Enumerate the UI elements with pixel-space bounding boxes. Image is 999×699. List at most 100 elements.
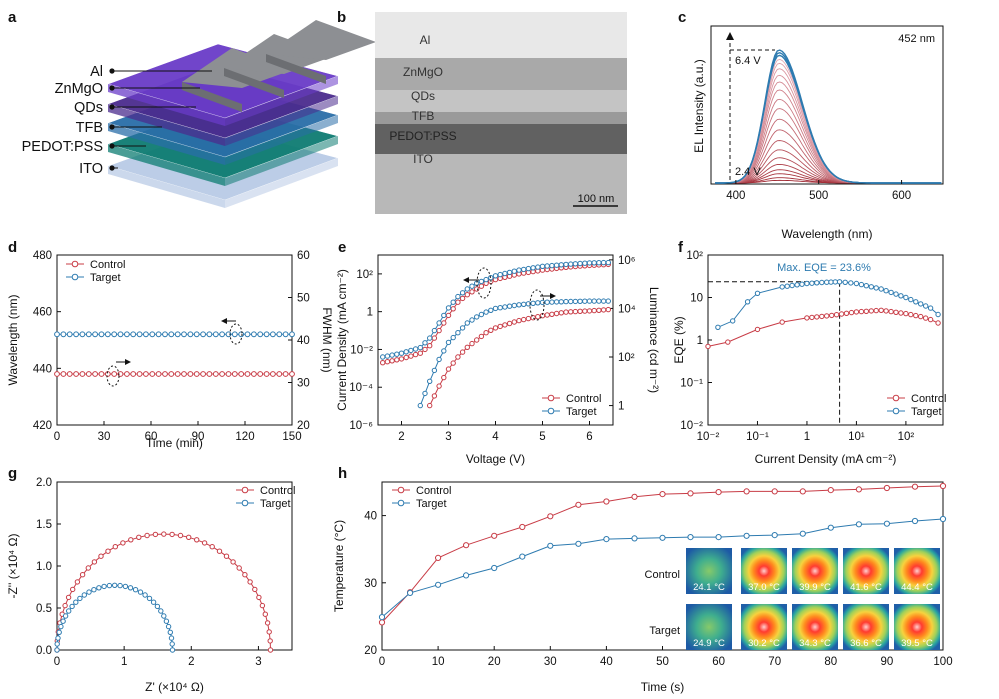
legend-label: Control (90, 259, 125, 271)
jvl-data-point (558, 299, 564, 305)
stability-data-point (130, 371, 137, 377)
temperature-x-tick-label: 60 (712, 656, 725, 668)
thermal-image (894, 548, 940, 594)
thermal-image (741, 604, 787, 650)
stability-data-point (98, 371, 105, 377)
eqe-data-point (903, 294, 909, 301)
jvl-data-point (464, 344, 470, 350)
jvl-data-point (516, 317, 522, 324)
legend-marker (547, 394, 555, 402)
stability-data-point (60, 331, 67, 338)
stability-data-point (276, 331, 283, 338)
jvl-y2-tick-label: 1 (618, 401, 624, 413)
panel-letter: d (8, 239, 17, 256)
temperature-data-point (575, 501, 582, 508)
jvl-data-point (582, 298, 588, 304)
jvl-data-point (530, 300, 536, 306)
stability-data-point (136, 331, 143, 338)
jvl-data-point (521, 266, 527, 273)
jvl-data-point (600, 259, 607, 266)
stability-data-point (212, 331, 219, 338)
eqe-data-point (918, 301, 924, 307)
device-layer-edge (108, 123, 225, 165)
nyquist-data-point (117, 582, 123, 589)
eqe-y-axis-label: EQE (%) (672, 316, 686, 363)
nyquist-data-point (105, 548, 111, 554)
jvl-data-point (384, 353, 391, 359)
eqe-data-point (935, 320, 941, 326)
jvl-data-point (455, 299, 461, 305)
eqe-data-point (843, 310, 850, 316)
stability-data-point (193, 371, 200, 377)
nyquist-data-point (194, 537, 200, 543)
panel-letter: e (338, 239, 346, 256)
stability-y-tick-label: 440 (33, 363, 52, 375)
jvl-data-point (469, 289, 475, 295)
temperature-x-tick-label: 40 (600, 656, 613, 668)
stability-data-point (66, 371, 73, 377)
eqe-x-axis-label: Current Density (mA cm⁻²) (755, 452, 897, 466)
temperature-x-tick-label: 90 (881, 656, 894, 668)
jvl-data-point (427, 343, 433, 349)
nyquist-data-point (96, 585, 102, 591)
eqe-series-line (717, 281, 939, 328)
el-x-axis-label: Wavelength (nm) (782, 227, 873, 241)
jvl-y-tick-label: 10⁻⁶ (349, 420, 373, 432)
stability-data-point (181, 371, 187, 377)
jvl-data-point (535, 264, 541, 270)
voltage-low-label: 2.4 V (735, 166, 761, 178)
thermal-temperature-label: 36.6 °C (850, 638, 882, 649)
axis-indicator-circle (529, 289, 545, 321)
jvl-data-point (394, 351, 400, 357)
temperature-data-point (687, 534, 694, 541)
jvl-x-axis-label: Voltage (V) (466, 452, 525, 466)
temperature-data-point (435, 554, 442, 562)
jvl-data-point (464, 286, 470, 292)
stability-data-point (238, 331, 245, 338)
jvl-data-point (488, 327, 494, 333)
temperature-data-point (771, 532, 778, 539)
nyquist-data-point (70, 586, 76, 593)
nyquist-x-tick-label: 1 (121, 656, 127, 668)
jvl-data-point (596, 260, 602, 266)
stability-data-point (231, 371, 238, 377)
eqe-data-point (809, 280, 815, 286)
thermal-image (792, 548, 838, 594)
jvl-data-point (535, 314, 541, 320)
nyquist-y-tick-label: 0.5 (36, 603, 52, 615)
stability-data-point (244, 331, 251, 338)
temperature-x-tick-label: 80 (824, 656, 837, 668)
panel-letter: f (678, 239, 684, 256)
temperature-data-point (519, 523, 526, 531)
nyquist-data-point (247, 579, 253, 585)
nyquist-data-point (186, 534, 192, 540)
eqe-data-point (873, 285, 879, 291)
axis-indicator-arrow-head (125, 359, 131, 365)
jvl-data-point (511, 302, 517, 309)
eqe-x-tick-label: 1 (804, 431, 810, 443)
jvl-data-point (568, 298, 574, 305)
jvl-data-point (568, 309, 574, 315)
jvl-data-point (408, 347, 414, 354)
temperature-data-point (743, 488, 750, 495)
stability-data-point (263, 331, 270, 338)
nyquist-x-axis-label: Z' (×10⁴ Ω) (145, 680, 204, 694)
temperature-data-point (855, 486, 863, 493)
eqe-data-point (819, 313, 825, 320)
stability-data-point (168, 371, 175, 377)
nyquist-data-point (136, 534, 142, 540)
tem-image (375, 12, 627, 214)
nyquist-data-point (79, 572, 86, 578)
stability-data-point (181, 331, 187, 338)
thermal-temperature-label: 41.6 °C (850, 582, 882, 593)
temperature-data-point (911, 483, 919, 490)
jvl-data-point (553, 299, 560, 305)
jvl-data-point (483, 330, 489, 336)
jvl-data-point (445, 366, 452, 372)
stability-data-point (289, 371, 295, 377)
jvl-data-point (478, 333, 485, 340)
jvl-data-point (389, 358, 395, 364)
temperature-data-point (547, 542, 554, 549)
stability-data-point (289, 331, 295, 338)
stability-data-point (282, 331, 289, 338)
